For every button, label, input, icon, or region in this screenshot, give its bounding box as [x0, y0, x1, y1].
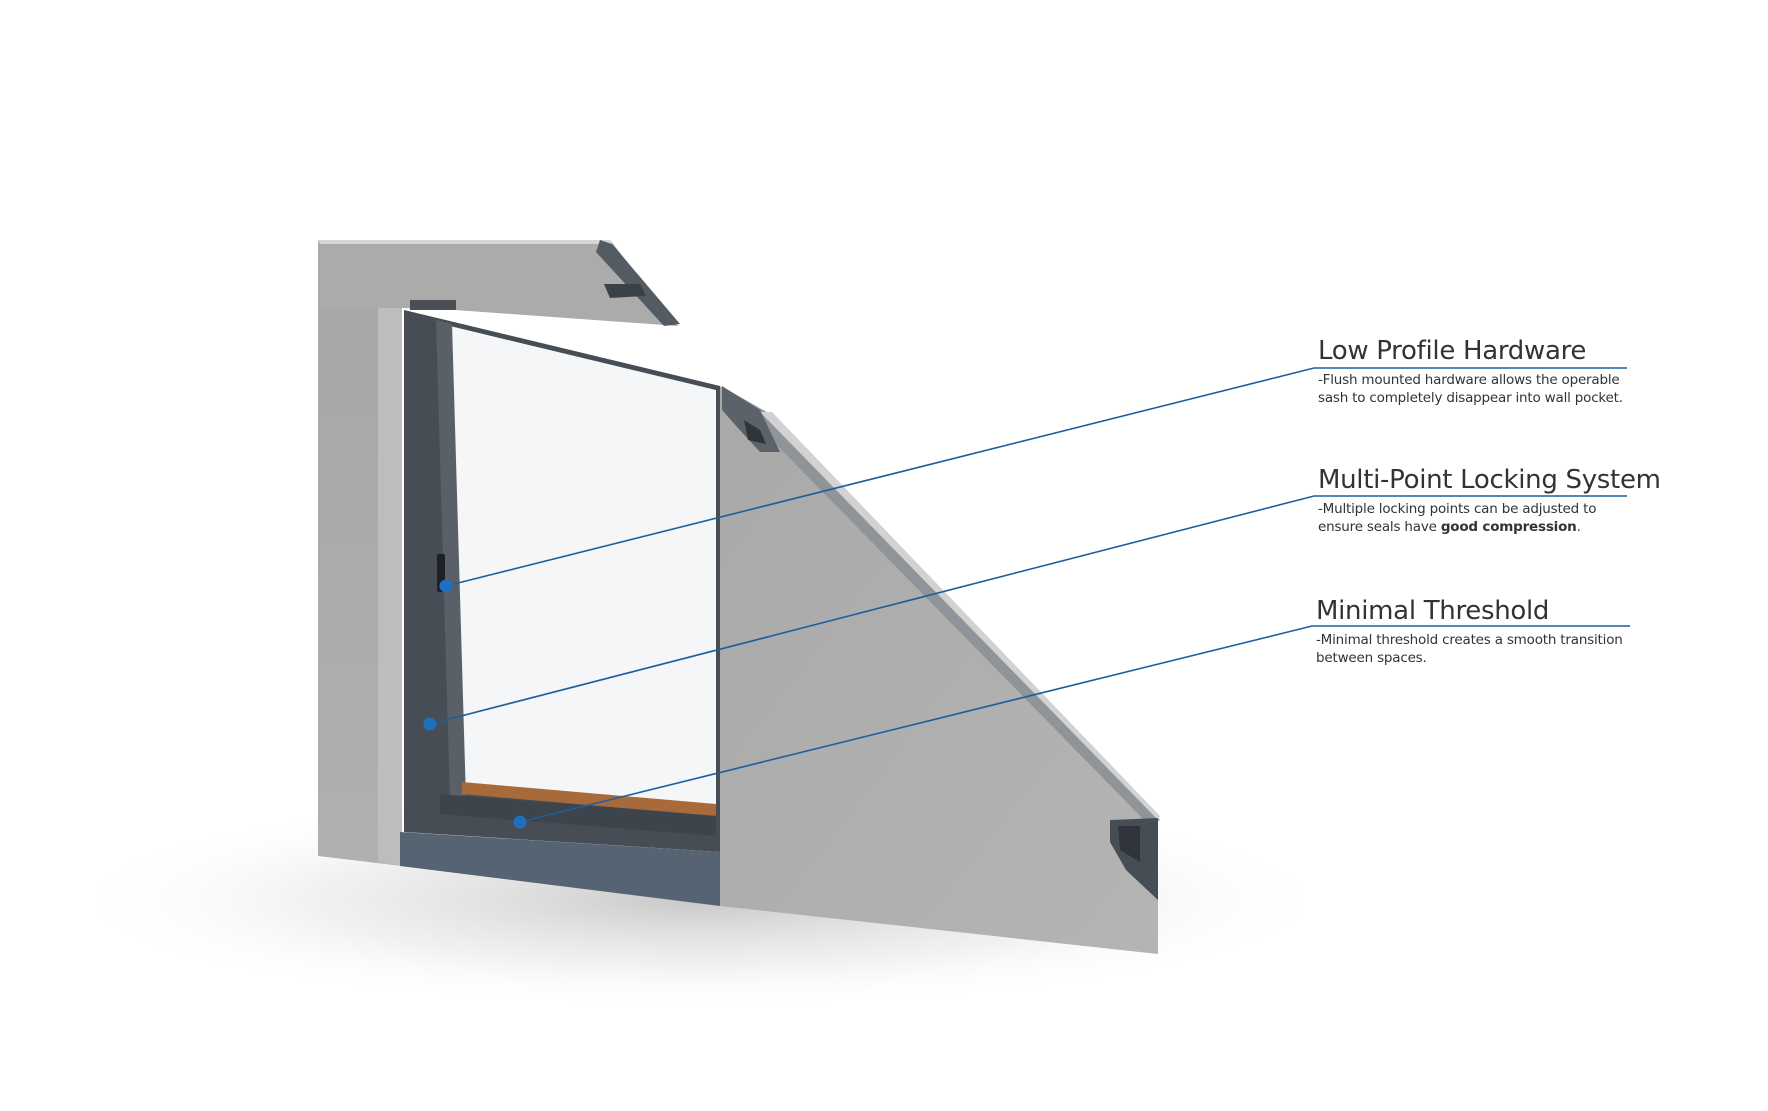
pocket-end-detail	[1118, 826, 1140, 862]
jamb-return	[378, 308, 402, 866]
wall-header-top	[318, 240, 612, 244]
sash-bottom-rail	[440, 794, 716, 836]
sash-wood-sill	[462, 782, 716, 816]
sash-stile	[436, 320, 466, 800]
callout-dots	[423, 579, 527, 829]
pocket-wall-face	[720, 386, 1158, 954]
header-profile-end	[596, 240, 680, 326]
header-profile-detail	[604, 284, 646, 298]
leader-lines	[429, 367, 1630, 823]
pocket-top-profile	[722, 386, 780, 452]
window-glass	[450, 326, 716, 812]
dot-hardware	[439, 579, 453, 593]
dot-locking	[423, 717, 437, 731]
leader-line-hardware	[445, 367, 1627, 587]
leader-line-threshold	[519, 625, 1630, 823]
leader-line-locking	[429, 495, 1627, 725]
pocket-profile-slot	[744, 420, 766, 444]
dot-threshold	[513, 815, 527, 829]
window-frame	[410, 300, 456, 310]
wall-header-face	[318, 240, 678, 326]
pocket-diagonal-highlight	[760, 412, 1160, 820]
threshold	[400, 832, 720, 906]
pocket-diagonal-edge	[728, 390, 1160, 826]
